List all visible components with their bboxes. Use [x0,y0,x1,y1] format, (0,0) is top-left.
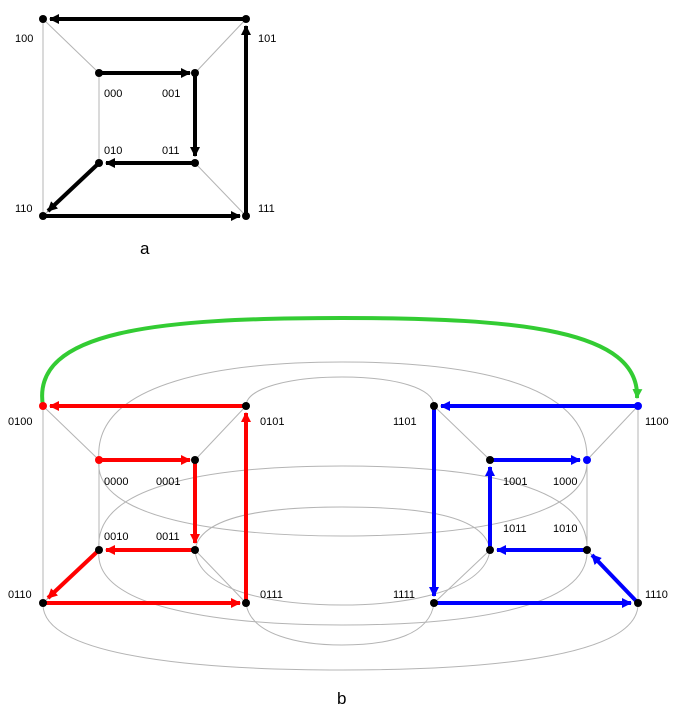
link-inner-lower [194,549,491,606]
panel-b-caption: b [337,689,346,708]
label-1011: 1011 [503,523,527,535]
node-100 [39,15,47,23]
label-100: 100 [15,33,33,45]
node-000 [95,69,103,77]
label-0101: 0101 [260,416,284,428]
link-mid-upper [98,465,588,551]
node-1110 [634,599,642,607]
node-0100 [39,402,47,410]
arrow-1110-1010 [590,553,640,605]
node-0000 [95,456,103,464]
label-1111: 1111 [393,589,415,601]
label-010: 010 [104,145,122,157]
node-1100 [634,402,642,410]
edge-1111-1011 [433,549,491,604]
panel-a-nodes [39,15,250,220]
label-101: 101 [258,33,276,45]
panel-b-edges [42,361,639,671]
label-011: 011 [162,145,180,157]
arrow-0010-0110 [46,548,101,600]
node-111 [242,212,250,220]
node-1111 [430,599,438,607]
label-000: 000 [104,88,122,100]
label-1010: 1010 [553,523,577,535]
label-110: 110 [15,203,33,215]
edge-1100-1000 [586,405,639,461]
label-0010: 0010 [104,531,128,543]
link-upper-outer [98,361,588,461]
node-001 [191,69,199,77]
panel-a: 000 001 010 011 100 101 110 111 a [15,14,276,258]
arrow-0100-1100 [40,315,643,407]
link-upper-lower [98,459,588,537]
label-0110: 0110 [8,589,32,601]
panel-a-caption: a [140,239,150,258]
edge-111-011 [194,162,247,217]
link-upper-inner [245,376,435,407]
edge-0111-0011 [194,549,247,604]
label-1100: 1100 [645,416,669,428]
link-mid-inner [194,506,491,551]
label-001: 001 [162,88,180,100]
panel-b-left-path [43,401,251,608]
edge-101-001 [194,18,247,74]
label-0011: 0011 [156,531,180,543]
node-110 [39,212,47,220]
node-1001 [486,456,494,464]
panel-b-right-path [429,401,640,608]
label-111: 111 [258,203,275,215]
link-bottom-outer [42,602,639,671]
edge-0101-0001 [194,405,247,461]
label-0001: 0001 [156,476,180,488]
link-mid-lower [98,549,588,626]
link-bottom-inner [245,602,435,646]
panel-b-nodes [39,402,642,607]
node-011 [191,159,199,167]
node-0110 [39,599,47,607]
node-010 [95,159,103,167]
node-1011 [486,546,494,554]
label-1000: 1000 [553,476,577,488]
arrow-010-110 [46,161,101,213]
edge-100-000 [42,18,100,74]
node-1000 [583,456,591,464]
label-0100: 0100 [8,416,32,428]
panel-b: 0000 0001 0010 0011 0100 0101 0110 0111 … [8,315,669,708]
node-0011 [191,546,199,554]
label-1101: 1101 [393,416,417,428]
edge-1101-1001 [433,405,491,461]
edge-0100-0000 [42,405,100,461]
node-0111 [242,599,250,607]
label-1001: 1001 [503,476,527,488]
node-1010 [583,546,591,554]
node-0010 [95,546,103,554]
node-1101 [430,402,438,410]
node-101 [242,15,250,23]
node-0001 [191,456,199,464]
label-0000: 0000 [104,476,128,488]
label-1110: 1110 [645,589,668,601]
panel-a-path [43,14,251,221]
node-0101 [242,402,250,410]
label-0111: 0111 [260,589,283,601]
